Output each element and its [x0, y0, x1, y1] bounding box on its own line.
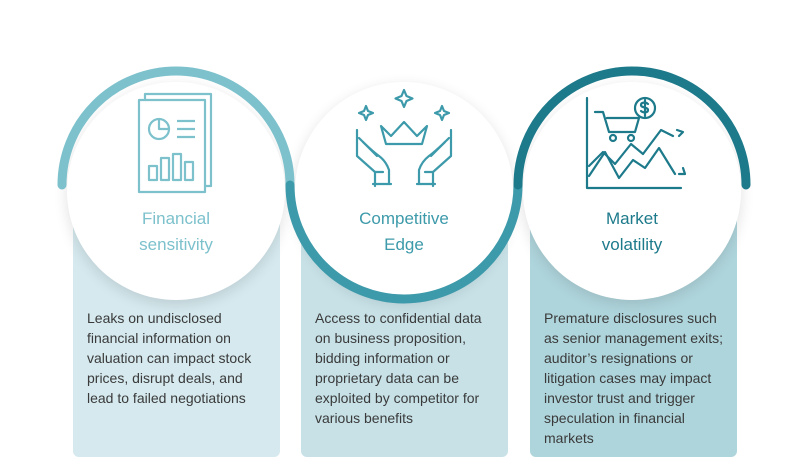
- title-line-1: Market: [606, 209, 658, 228]
- circle-competitive-edge: Competitive Edge: [295, 82, 513, 300]
- title-line-2: volatility: [601, 235, 663, 254]
- description-financial-sensitivity: Leaks on undisclosed financial informati…: [87, 310, 252, 406]
- title-market-volatility: Market volatility: [523, 206, 741, 258]
- circle-financial-sensitivity: Financial sensitivity: [67, 82, 285, 300]
- title-line-1: Competitive: [359, 209, 449, 228]
- market-chart-cart-icon: [585, 96, 687, 190]
- title-line-1: Financial: [141, 209, 211, 228]
- description-market-volatility: Premature disclosures such as senior man…: [544, 310, 723, 446]
- title-financial-sensitivity: Financial sensitivity: [67, 206, 285, 258]
- financial-report-icon: [137, 92, 213, 194]
- title-competitive-edge: Competitive Edge: [295, 206, 513, 258]
- hands-crown-icon: [355, 88, 453, 188]
- title-line-2: sensitivity: [139, 235, 213, 254]
- description-competitive-edge: Access to confidential data on business …: [315, 310, 482, 426]
- title-line-2: Edge: [384, 235, 424, 254]
- circle-market-volatility: Market volatility: [523, 82, 741, 300]
